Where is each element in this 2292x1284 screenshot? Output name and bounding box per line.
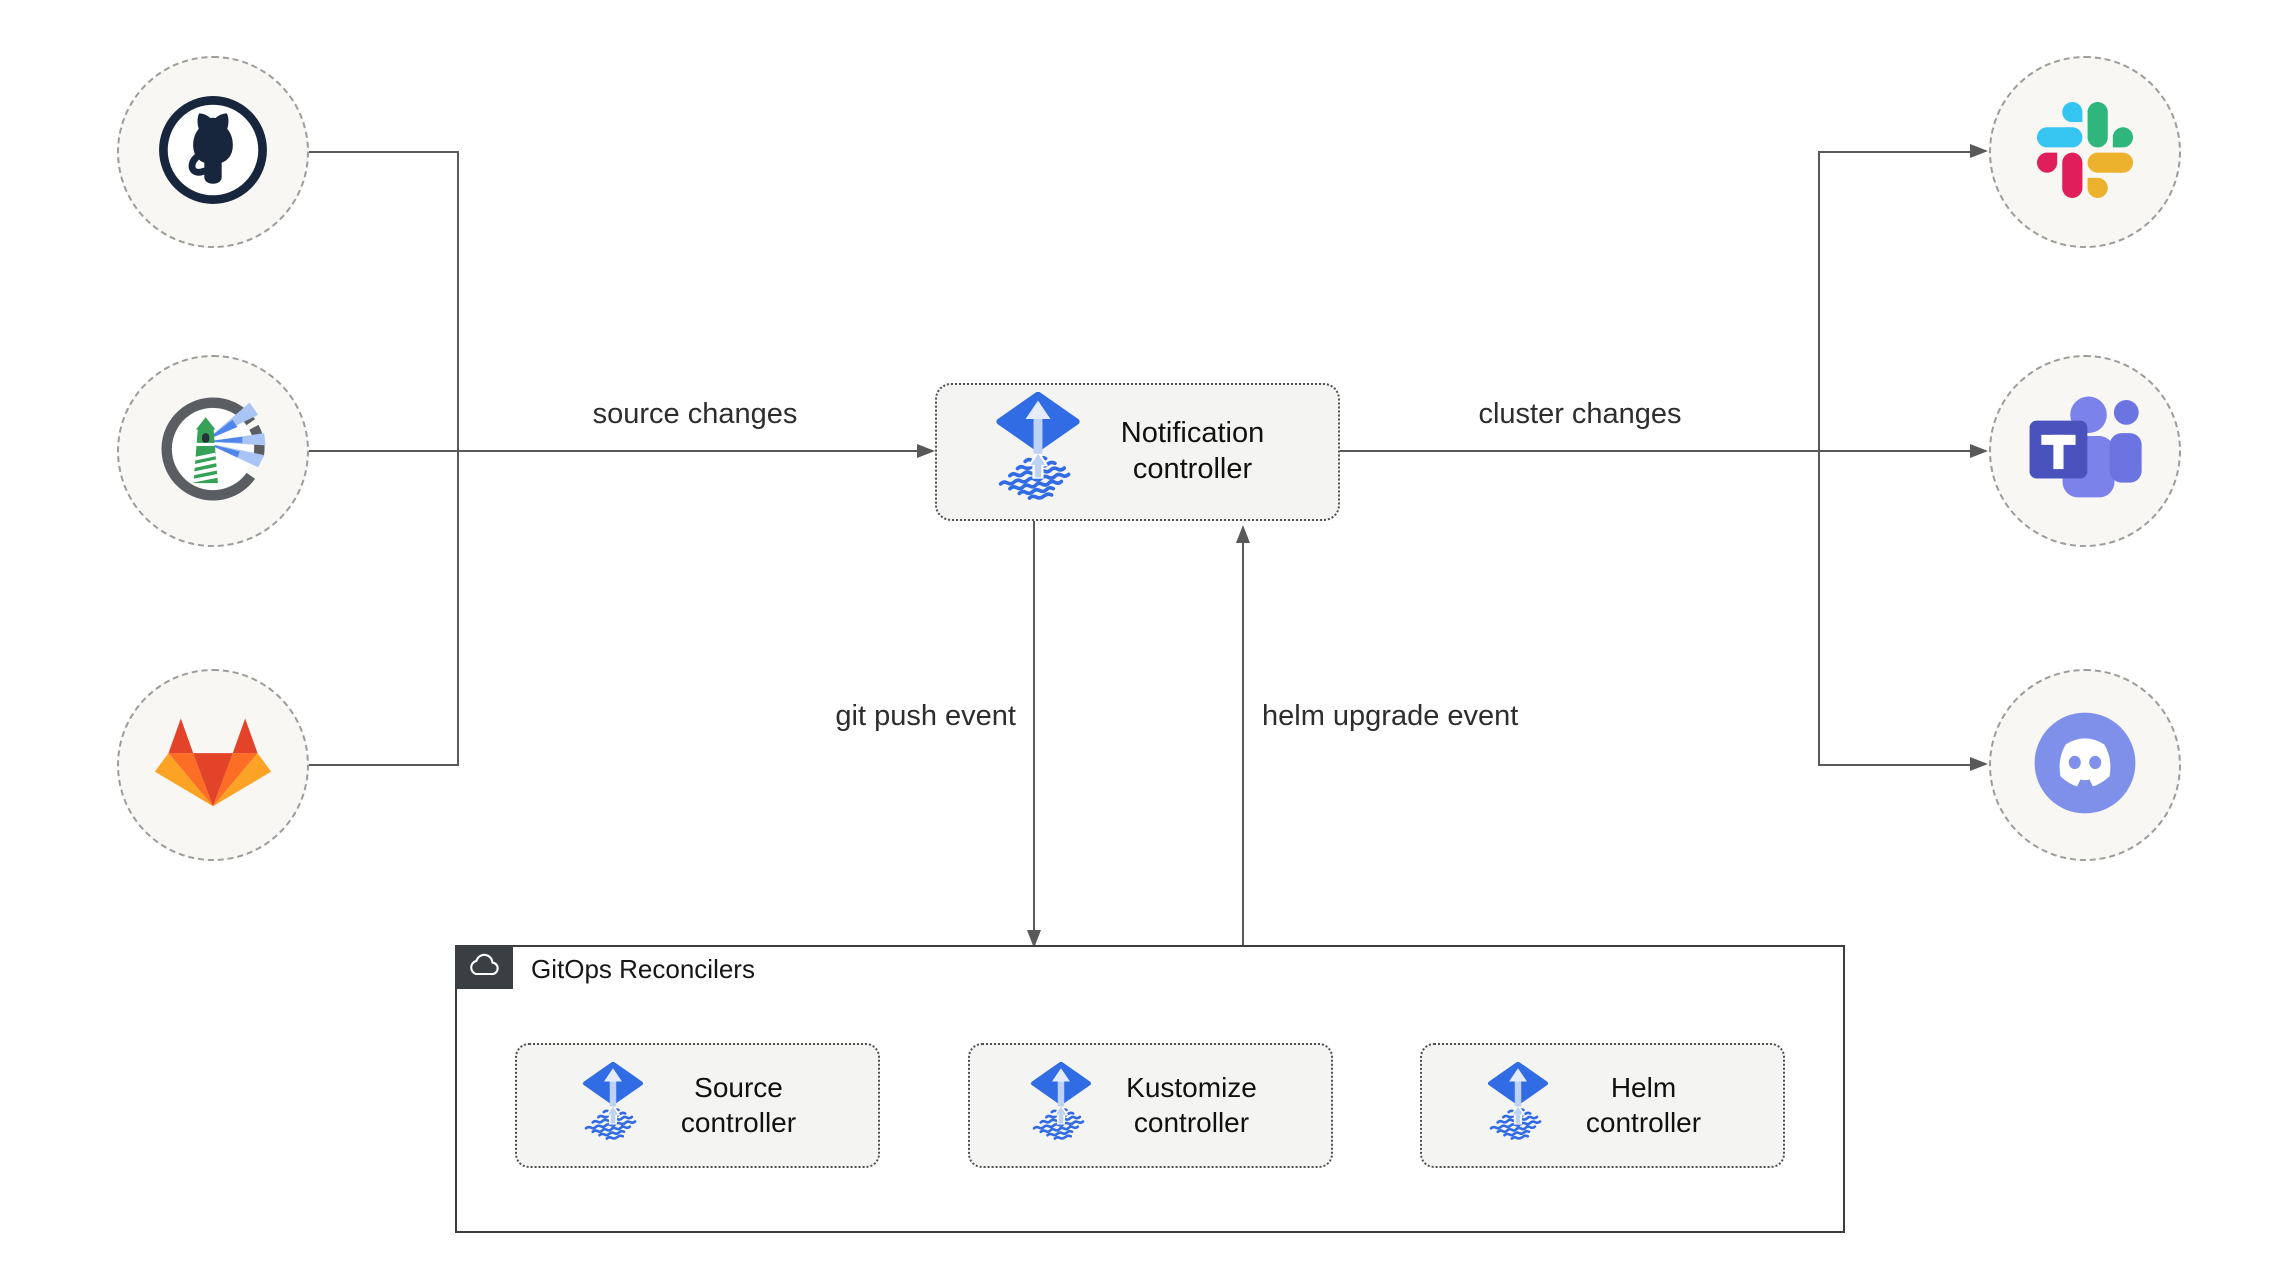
arrowhead-into-discord xyxy=(1970,757,1988,771)
cloud-badge xyxy=(455,945,513,989)
node-discord xyxy=(1989,669,2181,861)
slack-icon xyxy=(2037,101,2133,203)
notification-controller-box: Notification controller xyxy=(935,383,1340,521)
source-changes-label: source changes xyxy=(592,398,798,430)
edge-gitlab-to-junction xyxy=(309,764,459,766)
flux-icon xyxy=(1487,1061,1549,1150)
helm-controller-box: Helm controller xyxy=(1420,1043,1785,1168)
helm-upgrade-event-label: helm upgrade event xyxy=(1262,700,1519,732)
edge-junction-to-slack xyxy=(1820,151,1970,153)
node-gitlab xyxy=(117,669,309,861)
edge-git-push-line xyxy=(1033,521,1035,930)
source-controller-box: Source controller xyxy=(515,1043,880,1168)
gitlab-icon xyxy=(151,716,275,815)
helm-controller-label: Helm controller xyxy=(1585,1071,1702,1138)
node-github xyxy=(117,56,309,248)
node-slack xyxy=(1989,56,2181,248)
flux-icon xyxy=(582,1061,644,1150)
source-controller-label: Source controller xyxy=(680,1071,797,1138)
arrowhead-into-notification-bottom xyxy=(1236,525,1250,543)
teams-icon xyxy=(2026,390,2144,513)
arrowhead-into-teams xyxy=(1970,444,1988,458)
edge-junction-to-discord xyxy=(1820,764,1970,766)
edge-left-junction-vertical xyxy=(457,151,459,766)
arrowhead-into-reconcilers xyxy=(1027,930,1041,948)
cluster-changes-label: cluster changes xyxy=(1478,398,1682,430)
harbor-icon xyxy=(152,388,274,515)
node-teams xyxy=(1989,355,2181,547)
arrowhead-into-slack xyxy=(1970,144,1988,158)
kustomize-controller-label: Kustomize controller xyxy=(1126,1071,1257,1138)
cloud-icon xyxy=(466,952,502,983)
gitops-reconcilers-title: GitOps Reconcilers xyxy=(531,954,755,984)
edge-helm-upgrade-line xyxy=(1242,543,1244,945)
edge-cluster-changes-line xyxy=(1340,450,1970,452)
github-icon xyxy=(151,88,275,217)
edge-right-junction-vertical xyxy=(1818,151,1820,766)
edge-github-to-junction xyxy=(309,151,459,153)
discord-icon xyxy=(2025,703,2145,828)
git-push-event-label: git push event xyxy=(835,700,1016,732)
node-harbor xyxy=(117,355,309,547)
arrowhead-into-notification xyxy=(917,444,935,458)
flux-icon xyxy=(1030,1061,1092,1150)
flux-icon xyxy=(995,391,1081,512)
notification-controller-label: Notification controller xyxy=(1120,417,1265,485)
kustomize-controller-box: Kustomize controller xyxy=(968,1043,1333,1168)
edge-source-changes-line xyxy=(309,450,917,452)
